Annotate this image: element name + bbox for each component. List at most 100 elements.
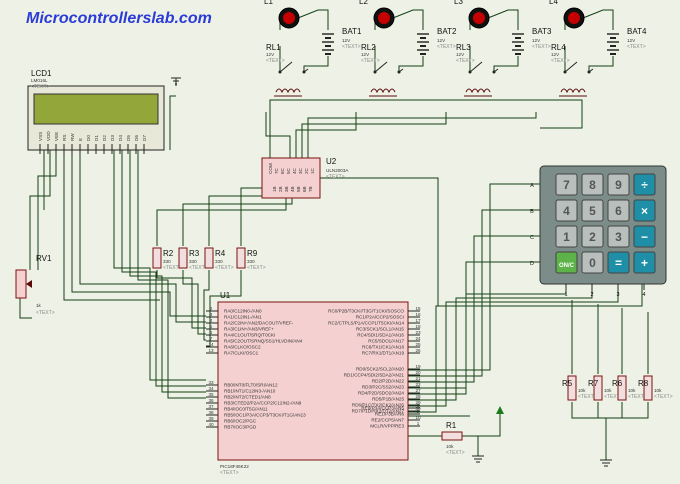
mcu-pin-label: RB2/INT2/CTED1/AN8 (224, 395, 271, 400)
resistor-value: 330 (215, 259, 223, 264)
keypad-col-label: 2 (590, 292, 593, 298)
driver-part: ULN2003A (326, 168, 349, 173)
lcd-pin-label: D2 (102, 135, 107, 141)
keypad-key (633, 225, 656, 248)
keypad-key-label: 4 (563, 204, 570, 218)
resistor-value: 330 (163, 259, 171, 264)
keypad-key-label: 2 (589, 230, 596, 244)
wire (156, 270, 206, 329)
wire (79, 150, 206, 323)
resistor-ref: R1 (446, 421, 457, 430)
wire (182, 198, 293, 246)
lcd-pin-label: D1 (94, 135, 99, 141)
relay-contact (302, 70, 306, 74)
wire (597, 402, 606, 419)
keypad-key-label: + (641, 256, 648, 270)
mcu-pin-label: RD3/P2C/SS2/AN23 (362, 385, 405, 390)
wire (408, 284, 593, 401)
relay-voltage: 12V (456, 52, 465, 57)
pot-rv1 (15, 269, 27, 299)
mcu-pin-label: RD2/P2D/AN22 (372, 379, 405, 384)
mcu-pin-label: RA4/C1OUT/SRQ/T0CKI (224, 333, 275, 338)
mcu-pin-num: 20 (415, 370, 421, 375)
lcd-pin-label: VDD (46, 131, 51, 141)
lcd-ref: LCD1 (31, 69, 52, 78)
wires (19, 9, 649, 460)
mcu-pin-label: RE2/CCP5/AN7 (371, 418, 404, 423)
resistor-body (204, 247, 214, 269)
mcu-pin-label: RE0/P3A/CCP3/AN5 (361, 406, 404, 411)
driver-placeholder: <TEXT> (326, 174, 345, 180)
relay-ref: RL1 (266, 43, 281, 52)
keypad-key (633, 251, 656, 274)
wire (462, 414, 501, 437)
keypad-key (555, 173, 578, 196)
mcu-chip (217, 301, 409, 461)
resistor-value: 330 (189, 259, 197, 264)
wire (318, 177, 439, 306)
mcu-pin-label: RB3/CTED2/P2A/CCP2/C12IN2-/AN9 (224, 401, 302, 406)
mcu-pin-label: RD4/P2D/SDO2/AN24 (358, 391, 404, 396)
mcu-pin-label: RA1/C12IN1-/AN1 (224, 315, 262, 320)
relay-placeholder: <TEXT> (361, 58, 380, 64)
resistor-ref: R7 (588, 379, 599, 388)
driver-pin-label: 7C (274, 167, 279, 174)
keypad-key-label: 6 (615, 204, 622, 218)
keypad-key-label: 1 (563, 230, 570, 244)
resistor-placeholder: <TEXT> (446, 450, 465, 456)
wire (297, 9, 329, 30)
lamp-filament (568, 12, 580, 24)
battery-ref: BAT2 (437, 27, 457, 36)
relay-ref: RL2 (361, 43, 376, 52)
resistor-r1 (441, 431, 463, 441)
mcu-pin-num: 23 (415, 330, 421, 335)
site-header: Microcontrollerslab.com (26, 10, 212, 27)
mcu-pin-num: 37 (208, 404, 214, 409)
resistor-body (236, 247, 246, 269)
resistor-ref: R6 (612, 379, 623, 388)
keypad-key-label: 9 (615, 178, 622, 192)
resistor-ref: R2 (163, 249, 174, 258)
wire (265, 112, 291, 158)
relay-icon (274, 61, 309, 97)
resistor-value: 10k (604, 388, 612, 393)
battery-icon (322, 33, 334, 55)
mcu-pin-label: RC4/SDI1/SDA1/AN16 (357, 333, 404, 338)
driver-pin-label: 6B (302, 186, 307, 192)
keypad-col-label: 4 (642, 292, 645, 298)
wire (71, 150, 206, 317)
keypad-row-label: D (530, 261, 534, 267)
driver-pin-label: 2C (304, 167, 309, 174)
resistor-placeholder: <TEXT> (247, 265, 266, 271)
wire (408, 284, 567, 395)
mcu-pin-label: RA0/C12IN0-/AN0 (224, 309, 262, 314)
keypad-key (633, 173, 656, 196)
wire (307, 112, 537, 158)
wire (408, 284, 619, 407)
battery-placeholder: <TEXT> (627, 44, 646, 50)
resistor-ref: R3 (189, 249, 200, 258)
mcu-pin-label: RB7/IOC3/PGD (224, 425, 257, 430)
lamp-filament (283, 12, 295, 24)
ground-icon (472, 455, 484, 463)
keypad-key-label: = (615, 256, 622, 270)
relay-ref: RL4 (551, 43, 566, 52)
keypad-col-label: 3 (616, 292, 619, 298)
wire (121, 150, 206, 387)
mcu-pin-label: RC3/SCK1/SCL1/AN15 (356, 327, 404, 332)
mcu-pin-num: 26 (415, 348, 421, 353)
mcu-pin-label: RB0/INT0/FLT0/SRI/AN12 (224, 383, 278, 388)
mcu-pin-num: 3 (210, 312, 213, 317)
battery-voltage: 12V (627, 38, 636, 43)
mcu-pin-label: RD5/P1B/AN25 (372, 397, 404, 402)
keypad-row-label: C (530, 235, 534, 241)
lamp-ref: L3 (454, 0, 463, 6)
mcu-ref: U1 (220, 291, 231, 300)
resistor-ref: R5 (562, 379, 573, 388)
mcu-pin-num: 34 (208, 386, 214, 391)
relay-icon (464, 61, 499, 97)
mcu-pin-label: RC5/SDO1/AN17 (368, 339, 404, 344)
resistor-value: 10k (446, 444, 454, 449)
mcu-pin-num: 27 (415, 388, 421, 393)
